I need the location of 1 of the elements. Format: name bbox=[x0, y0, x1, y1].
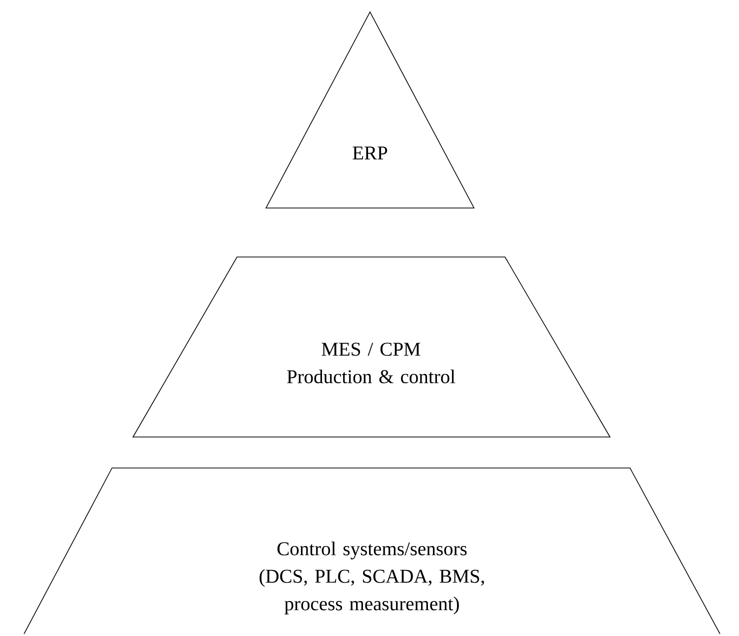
pyramid-tier-trapezoid: Control systems/sensors (DCS, PLC, SCADA, BMS, process measurement) bbox=[24, 468, 720, 634]
